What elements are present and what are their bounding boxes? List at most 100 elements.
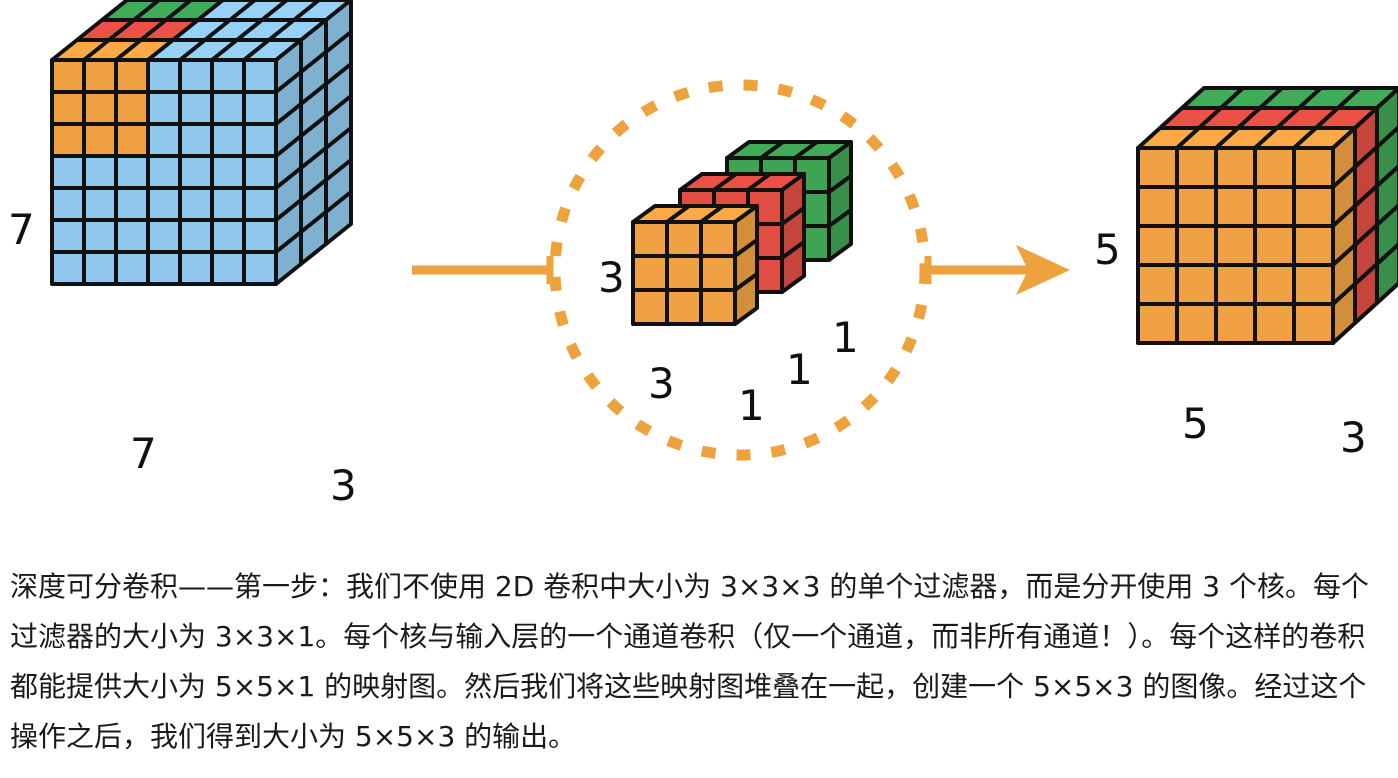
cube-front-face [146,58,182,94]
cube-front-face [82,218,118,254]
input-height-label: 7 [8,205,35,254]
cube-front-face [82,122,118,158]
cube-front-face [50,90,86,126]
cube-front-face [146,218,182,254]
cube-front-face [1214,146,1257,189]
cube-front-face [50,186,86,222]
cube-front-face [82,58,118,94]
cube-front-face [50,154,86,190]
output-height-label: 5 [1094,225,1121,274]
cube-front-face [114,186,150,222]
cube-front-face [210,218,246,254]
cube-front-face [1292,302,1335,345]
cube-front-face [146,250,182,286]
cube-front-face [1214,185,1257,228]
cube-front-face [178,186,214,222]
kernel-height-label: 3 [598,253,625,302]
cube-front-face [210,154,246,190]
cube-front-face [1214,263,1257,306]
caption-text: 深度可分卷积——第一步：我们不使用 2D 卷积中大小为 3×3×3 的单个过滤器… [10,570,1369,753]
cube-front-face [82,154,118,190]
cube-front-face [178,58,214,94]
arrow-line-left [412,256,554,284]
cube-front-face [114,90,150,126]
kernel-width-label: 3 [648,359,675,408]
cube-front-face [1136,185,1179,228]
cube-front-face [50,250,86,286]
cube-front-face [114,218,150,254]
cube-front-face [114,250,150,286]
cube-front-face [114,122,150,158]
cube-front-face [82,186,118,222]
cube-front-face [114,58,150,94]
cube-front-face [1253,302,1296,345]
cube-front-face [1175,302,1218,345]
cube-front-face [1175,146,1218,189]
cube-front-face [699,254,737,292]
kernel-stack [631,140,853,326]
cube-front-face [1214,224,1257,267]
cube-front-face [82,250,118,286]
cube-front-face [50,218,86,254]
cube-front-face [1136,263,1179,306]
cube-front-face [631,220,669,258]
output-block-5x5x3 [1136,86,1398,345]
cube-front-face [1253,185,1296,228]
cube-front-face [178,122,214,158]
cube-front-face [1292,263,1335,306]
cube-front-face [50,122,86,158]
cube-front-face [242,122,278,158]
cube-front-face [1292,185,1335,228]
kernel-orange-depth-label: 1 [738,381,765,430]
cube-front-face [1175,185,1218,228]
cube-front-face [242,90,278,126]
cube-front-face [178,250,214,286]
cube-front-face [242,250,278,286]
cube-front-face [178,154,214,190]
cube-front-face [631,254,669,292]
cube-front-face [1253,146,1296,189]
cube-front-face [1136,302,1179,345]
cube-front-face [699,220,737,258]
input-width-label: 7 [130,429,157,478]
cube-front-face [210,58,246,94]
cube-front-face [242,154,278,190]
cube-front-face [82,90,118,126]
cube-front-face [1253,263,1296,306]
cube-front-face [146,90,182,126]
cube-front-face [1292,146,1335,189]
cube-front-face [210,122,246,158]
output-width-label: 5 [1182,399,1209,448]
cube-front-face [665,254,703,292]
cube-front-face [242,218,278,254]
cube-front-face [1214,302,1257,345]
cube-front-face [1136,146,1179,189]
cube-front-face [1175,263,1218,306]
cube-front-face [146,122,182,158]
cube-front-face [699,288,737,326]
cube-front-face [665,288,703,326]
arrow-right [924,245,1070,295]
cube-front-face [1136,224,1179,267]
cube-front-face [242,186,278,222]
input-depth-label: 3 [330,461,357,510]
cube-front-face [210,250,246,286]
cube-front-face [178,90,214,126]
input-block-7x7x3 [50,0,353,286]
cube-front-face [210,186,246,222]
output-depth-label: 3 [1340,413,1367,462]
kernel-red-depth-label: 1 [786,345,813,394]
cube-front-face [210,90,246,126]
cube-front-face [114,154,150,190]
depthwise-convolution-diagram: 7 7 3 3 3 1 1 1 5 5 3 [8,0,1398,510]
cube-front-face [1253,224,1296,267]
cube-front-face [631,288,669,326]
kernel-green-depth-label: 1 [832,313,859,362]
cube-front-face [242,58,278,94]
cube-front-face [146,154,182,190]
cube-front-face [146,186,182,222]
cube-front-face [178,218,214,254]
cube-front-face [1175,224,1218,267]
cube-front-face [50,58,86,94]
cube-front-face [665,220,703,258]
